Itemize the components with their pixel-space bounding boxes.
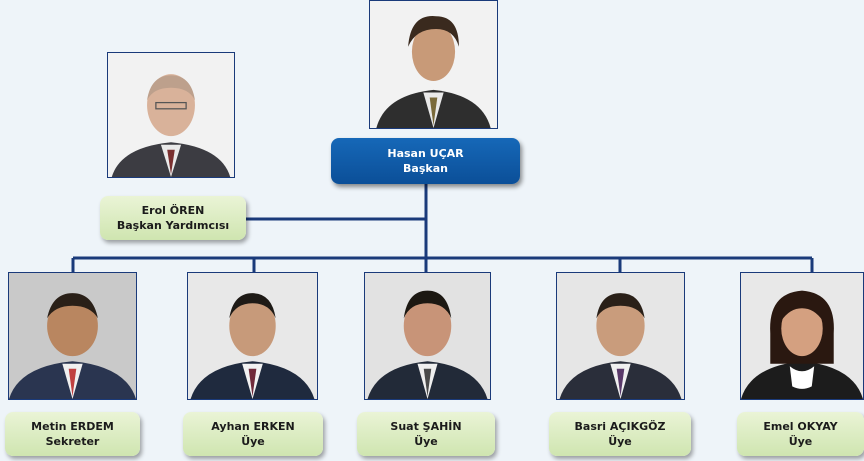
member-box-5: Emel OKYAY Üye — [737, 412, 864, 456]
member-role-2: Üye — [241, 435, 265, 448]
member-photo-5 — [740, 272, 864, 400]
member-box-1: Metin ERDEM Sekreter — [5, 412, 140, 456]
member-name-3: Suat ŞAHİN — [390, 420, 462, 433]
member-box-3: Suat ŞAHİN Üye — [357, 412, 495, 456]
member-name-4: Basri AÇIKGÖZ — [574, 420, 666, 433]
vice-box: Erol ÖREN Başkan Yardımcısı — [100, 196, 246, 240]
member-role-3: Üye — [414, 435, 438, 448]
chair-role: Başkan — [403, 162, 448, 175]
member-role-1: Sekreter — [45, 435, 100, 448]
member-photo-2 — [187, 272, 318, 400]
member-box-2: Ayhan ERKEN Üye — [183, 412, 323, 456]
chair-photo — [369, 0, 498, 129]
chair-box: Hasan UÇAR Başkan — [331, 138, 520, 184]
member-photo-1 — [8, 272, 137, 400]
member-box-4: Basri AÇIKGÖZ Üye — [549, 412, 691, 456]
member-role-5: Üye — [788, 435, 813, 448]
member-name-2: Ayhan ERKEN — [211, 420, 295, 433]
vice-name: Erol ÖREN — [141, 204, 205, 217]
member-role-4: Üye — [608, 435, 632, 448]
vice-role: Başkan Yardımcısı — [116, 219, 230, 232]
member-name-5: Emel OKYAY — [763, 420, 838, 433]
vice-photo — [107, 52, 235, 178]
member-photo-3 — [364, 272, 491, 400]
member-name-1: Metin ERDEM — [31, 420, 114, 433]
chair-name: Hasan UÇAR — [387, 147, 464, 160]
member-photo-4 — [556, 272, 685, 400]
